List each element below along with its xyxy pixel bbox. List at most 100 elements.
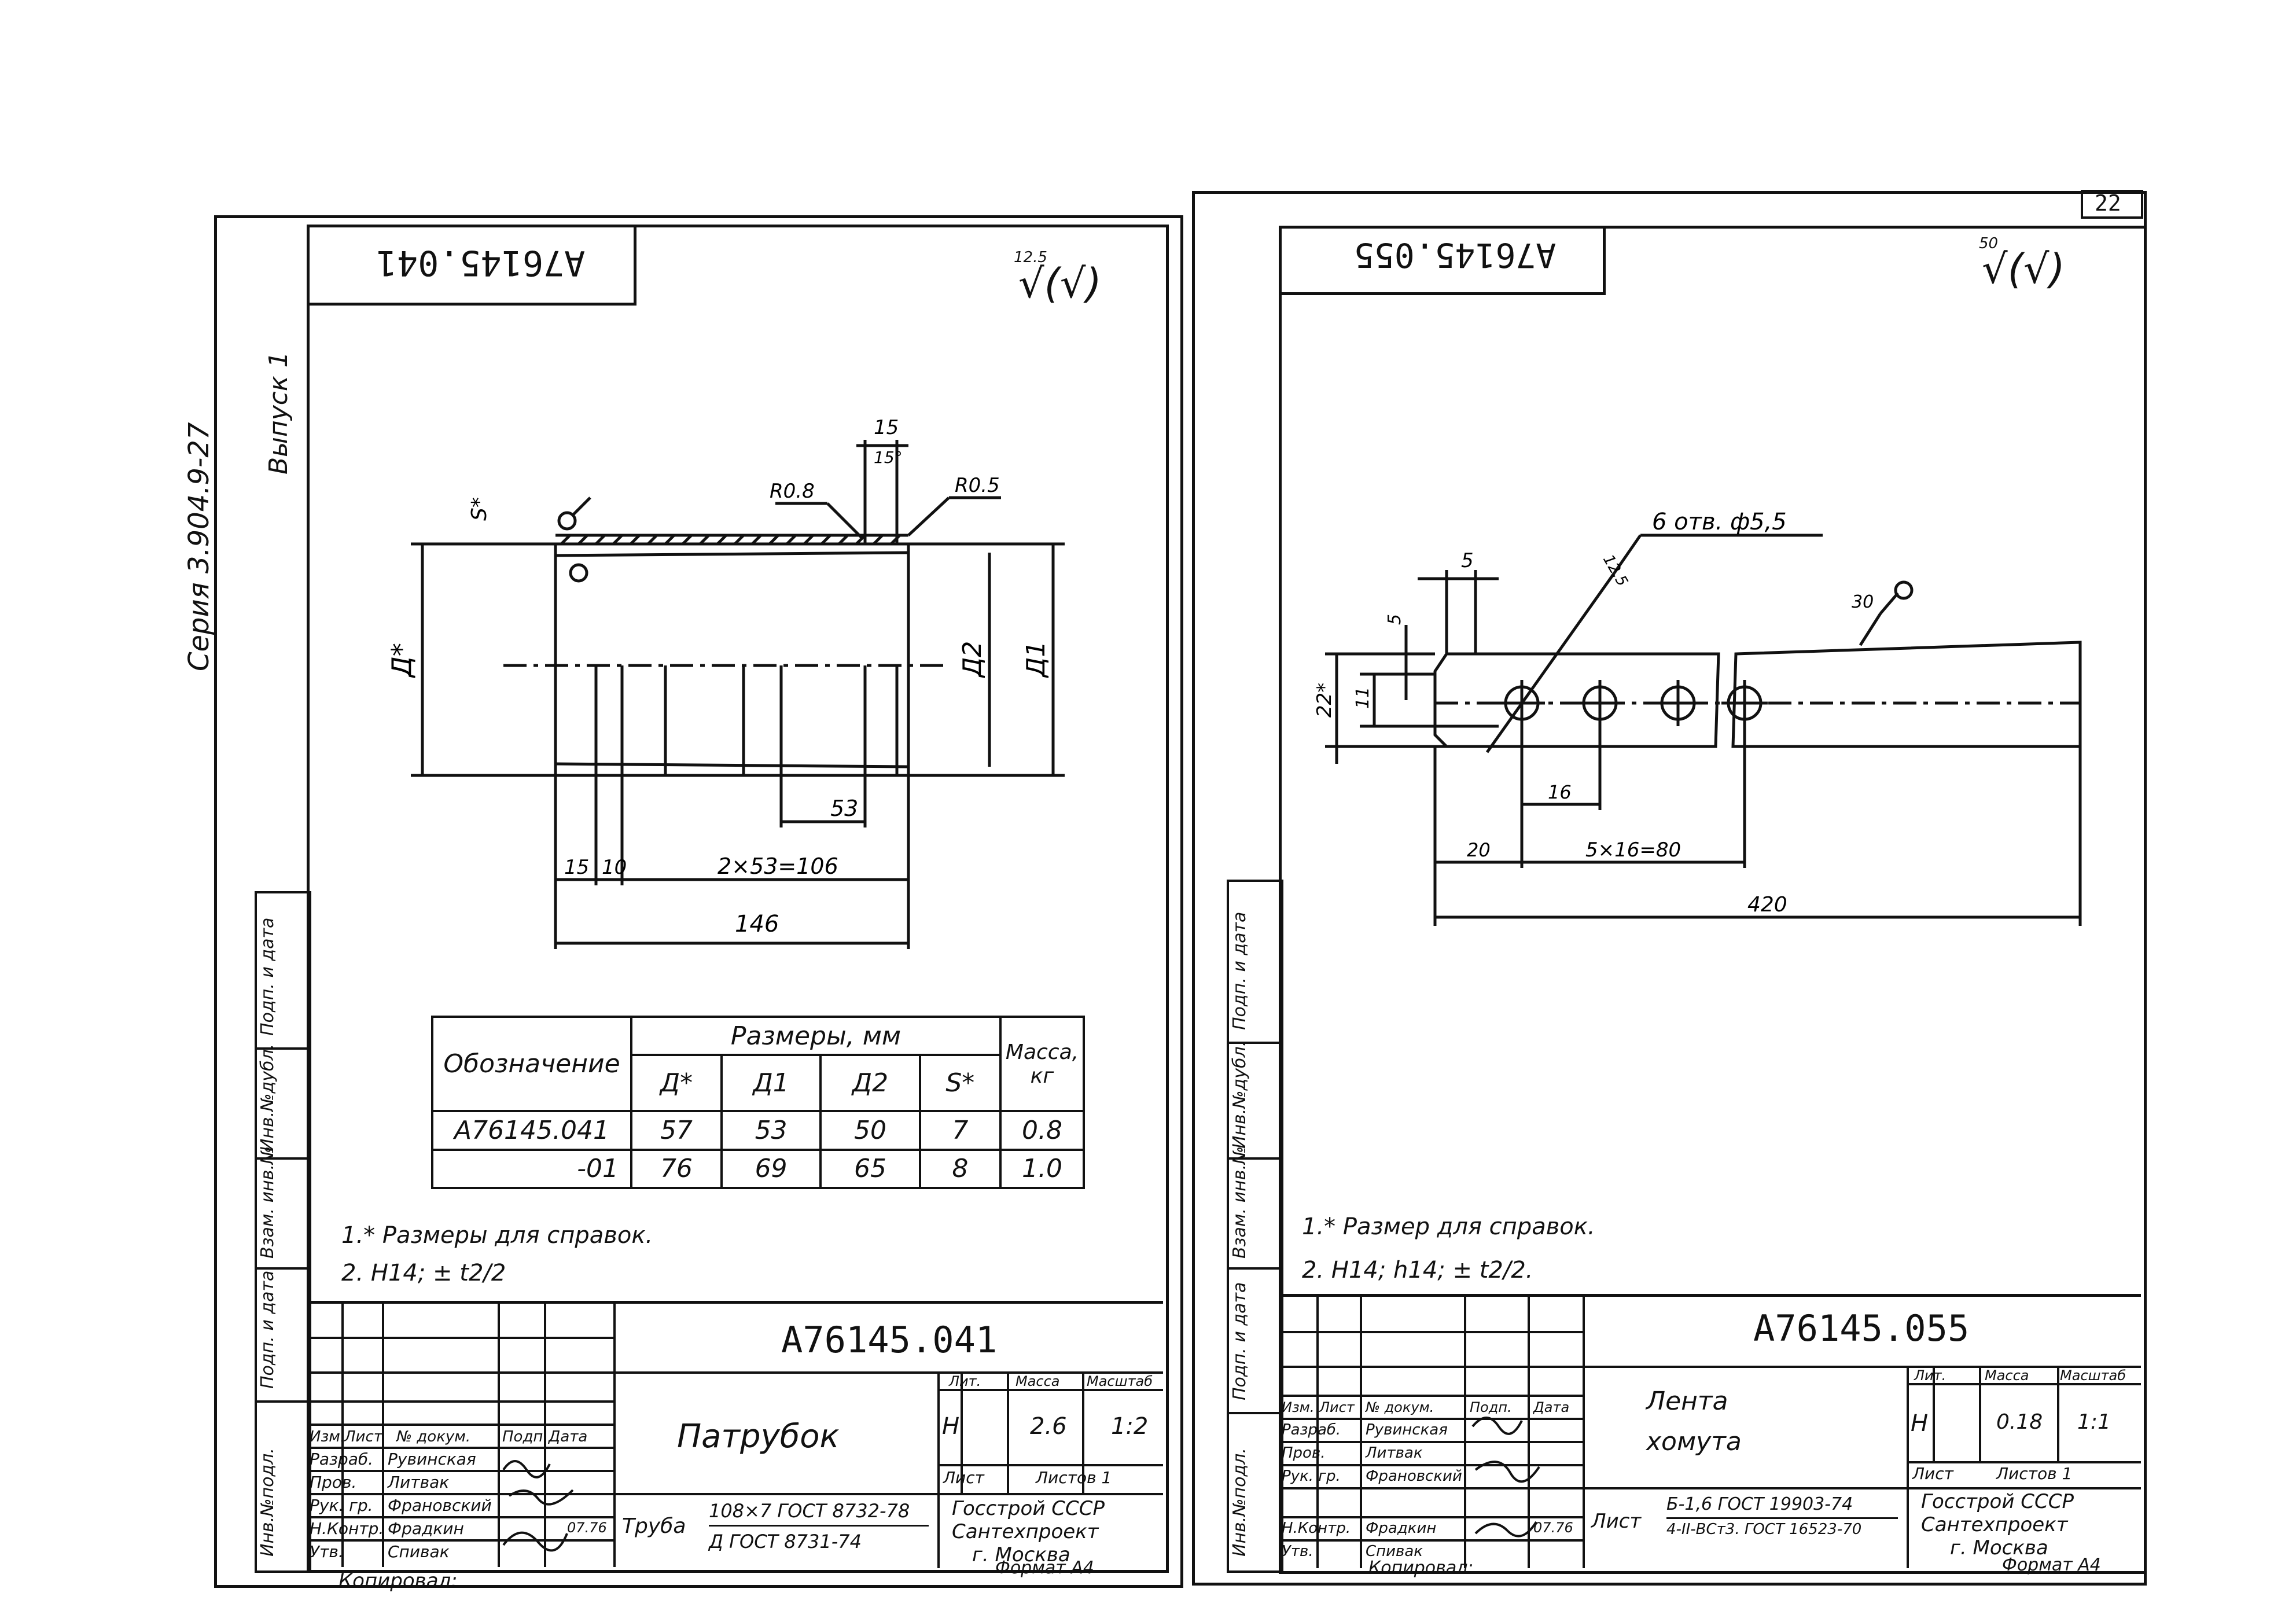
right-hdr-date: Дата [1533, 1399, 1570, 1415]
left-hdr-date: Дата [549, 1428, 588, 1446]
left-side-strip [255, 891, 311, 1573]
right-name-3: Франовский [1366, 1467, 1462, 1485]
right-note-2: 2. Н14; h14; ± t2/2. [1302, 1257, 1533, 1283]
left-dim-span: 2×53=106 [718, 854, 838, 879]
left-hdr-list: Лист [344, 1428, 382, 1446]
right-format: Формат А4 [2002, 1555, 2101, 1575]
right-part-name-2: хомута [1646, 1427, 1742, 1456]
right-dim-h5: 5 [1385, 614, 1405, 625]
right-role-1: Разраб. [1282, 1421, 1341, 1439]
right-dim-holes: 6 отв. ф5,5 [1652, 509, 1787, 535]
left-dim-r05: R0.5 [955, 474, 1000, 497]
right-side-stamp-1: Инв.№подл. [1230, 1448, 1250, 1557]
right-strip-drawing: 6 отв. ф5,5 12.5 30 5 5 11 22* 16 20 5×1… [1313, 509, 2082, 926]
left-role-3: Рук. гр. [310, 1496, 373, 1515]
right-org-2: Сантехпроект [1921, 1513, 2068, 1536]
left-sheet: Лист [943, 1468, 984, 1487]
right-role-3: Рук. гр. [1282, 1467, 1341, 1485]
left-mass-header: Масса [1015, 1373, 1060, 1389]
right-lit-header: Лит. [1914, 1367, 1947, 1384]
right-roughness-label: 50 [1979, 235, 1999, 252]
right-org-3: г. Москва [1950, 1536, 2048, 1559]
right-role-6: Утв. [1282, 1543, 1313, 1560]
left-title-code: А76145.041 [781, 1319, 998, 1361]
right-dim-p16: 16 [1548, 781, 1572, 803]
left-pipe-drawing: Д* Д2 Д1 S* R0.8 R0.5 15 15° 53 15 10 2×… [386, 416, 1065, 949]
left-stamp-box [307, 225, 636, 306]
left-sub-d1: Д1 [753, 1068, 789, 1098]
left-col-mass: Масса, кг [1005, 1040, 1079, 1088]
right-scale-value: 1:1 [2077, 1410, 2111, 1434]
right-hdr-doc: № докум. [1366, 1399, 1434, 1415]
left-org-3: г. Москва [972, 1543, 1070, 1566]
left-dim-dstar: Д* [386, 643, 417, 678]
right-stamp-box [1279, 226, 1606, 295]
left-hdr-podp: Подп. [502, 1428, 548, 1446]
left-side-stamp-3: Взам. инв.№ [257, 1146, 278, 1259]
left-stamp-code: А76145.041 [376, 242, 586, 283]
right-name-1: Рувинская [1366, 1421, 1448, 1439]
right-note-1: 1.* Размер для справок. [1302, 1213, 1595, 1240]
right-signatures [1471, 1417, 1540, 1538]
left-dim-53: 53 [830, 796, 858, 821]
right-side-stamp-4: Инв.№дубл. [1230, 1040, 1250, 1149]
left-margin-series: Серия 3.904.9-27 [183, 422, 215, 671]
right-material-2: 4-II-ВСт3. ГОСТ 16523-70 [1666, 1521, 1862, 1538]
left-role-6: Утв. [310, 1542, 344, 1561]
left-dim-d2: Д2 [958, 641, 987, 678]
right-hdr-podp: Подп. [1470, 1399, 1512, 1415]
left-mass-value: 2.6 [1030, 1413, 1067, 1440]
left-lit-header: Лит. [949, 1373, 981, 1389]
left-spec-table: Обозначение Размеры, мм Масса, кг Д* Д1 … [431, 1015, 1085, 1190]
left-dim-sstar: S* [468, 497, 491, 521]
right-title-code: А76145.055 [1753, 1307, 1970, 1349]
left-org-1: Госстрой СССР [952, 1497, 1105, 1520]
left-name-6: Спивак [388, 1542, 450, 1561]
left-hdr-doc: № докум. [396, 1428, 471, 1446]
left-role-5: Н.Контр. [310, 1519, 384, 1538]
right-name-2: Литвак [1366, 1444, 1423, 1462]
right-side-stamp-2: Подп. и дата [1230, 1282, 1250, 1400]
right-mass-value: 0.18 [1996, 1410, 2043, 1434]
right-material-label: Лист [1591, 1510, 1642, 1533]
right-side-strip [1227, 880, 1283, 1573]
left-org-2: Сантехпроект [952, 1520, 1099, 1543]
left-name-5: Фрадкин [388, 1519, 464, 1538]
left-sub-d2: Д2 [852, 1068, 889, 1098]
left-scale-header: Масштаб [1087, 1373, 1153, 1389]
right-mass-header: Масса [1985, 1367, 2029, 1384]
left-dim-10: 10 [602, 856, 627, 879]
left-col-sizes: Размеры, мм [730, 1021, 902, 1051]
left-inner-frame [307, 225, 1169, 1573]
right-org-1: Госстрой СССР [1921, 1490, 2074, 1513]
right-sheet: Лист [1912, 1464, 1953, 1483]
table-row: А76145.041 57 53 50 7 0.8 [431, 1110, 1085, 1151]
left-role-2: Пров. [310, 1473, 357, 1492]
left-col-designation: Обозначение [443, 1049, 620, 1079]
left-dim-15: 15 [564, 856, 589, 879]
left-dim-r08: R0.8 [770, 480, 815, 503]
left-format: Формат А4 [995, 1558, 1094, 1578]
right-roughness-symbol: √(√) [1982, 245, 2065, 293]
right-copied: Копировал: [1368, 1558, 1474, 1578]
left-roughness-label: 12.5 [1014, 249, 1047, 266]
left-scale-value: 1:2 [1111, 1413, 1149, 1440]
right-stamp-code: А76145.055 [1354, 236, 1557, 275]
right-part-name-1: Лента [1646, 1386, 1728, 1416]
right-role-5: Н.Контр. [1282, 1520, 1351, 1537]
right-dim-off20: 20 [1467, 839, 1491, 861]
right-dim-h22: 22* [1313, 683, 1336, 718]
right-scale-header: Масштаб [2060, 1367, 2126, 1384]
right-hdr-izm: Изм. [1282, 1399, 1315, 1415]
right-sheets: Листов 1 [1996, 1464, 2073, 1483]
page-number-box [2081, 190, 2143, 219]
left-outer-frame [214, 215, 1183, 1588]
left-dim-15-top: 15 [874, 416, 899, 439]
right-dim-pitch: 5×16=80 [1585, 838, 1681, 862]
right-role-2: Пров. [1282, 1444, 1326, 1462]
left-part-name: Патрубок [677, 1418, 840, 1455]
left-side-stamp-1: Инв.№подл. [257, 1448, 278, 1557]
right-side-stamp-3: Взам. инв.№ [1230, 1146, 1250, 1259]
right-hdr-list: Лист [1319, 1399, 1355, 1415]
